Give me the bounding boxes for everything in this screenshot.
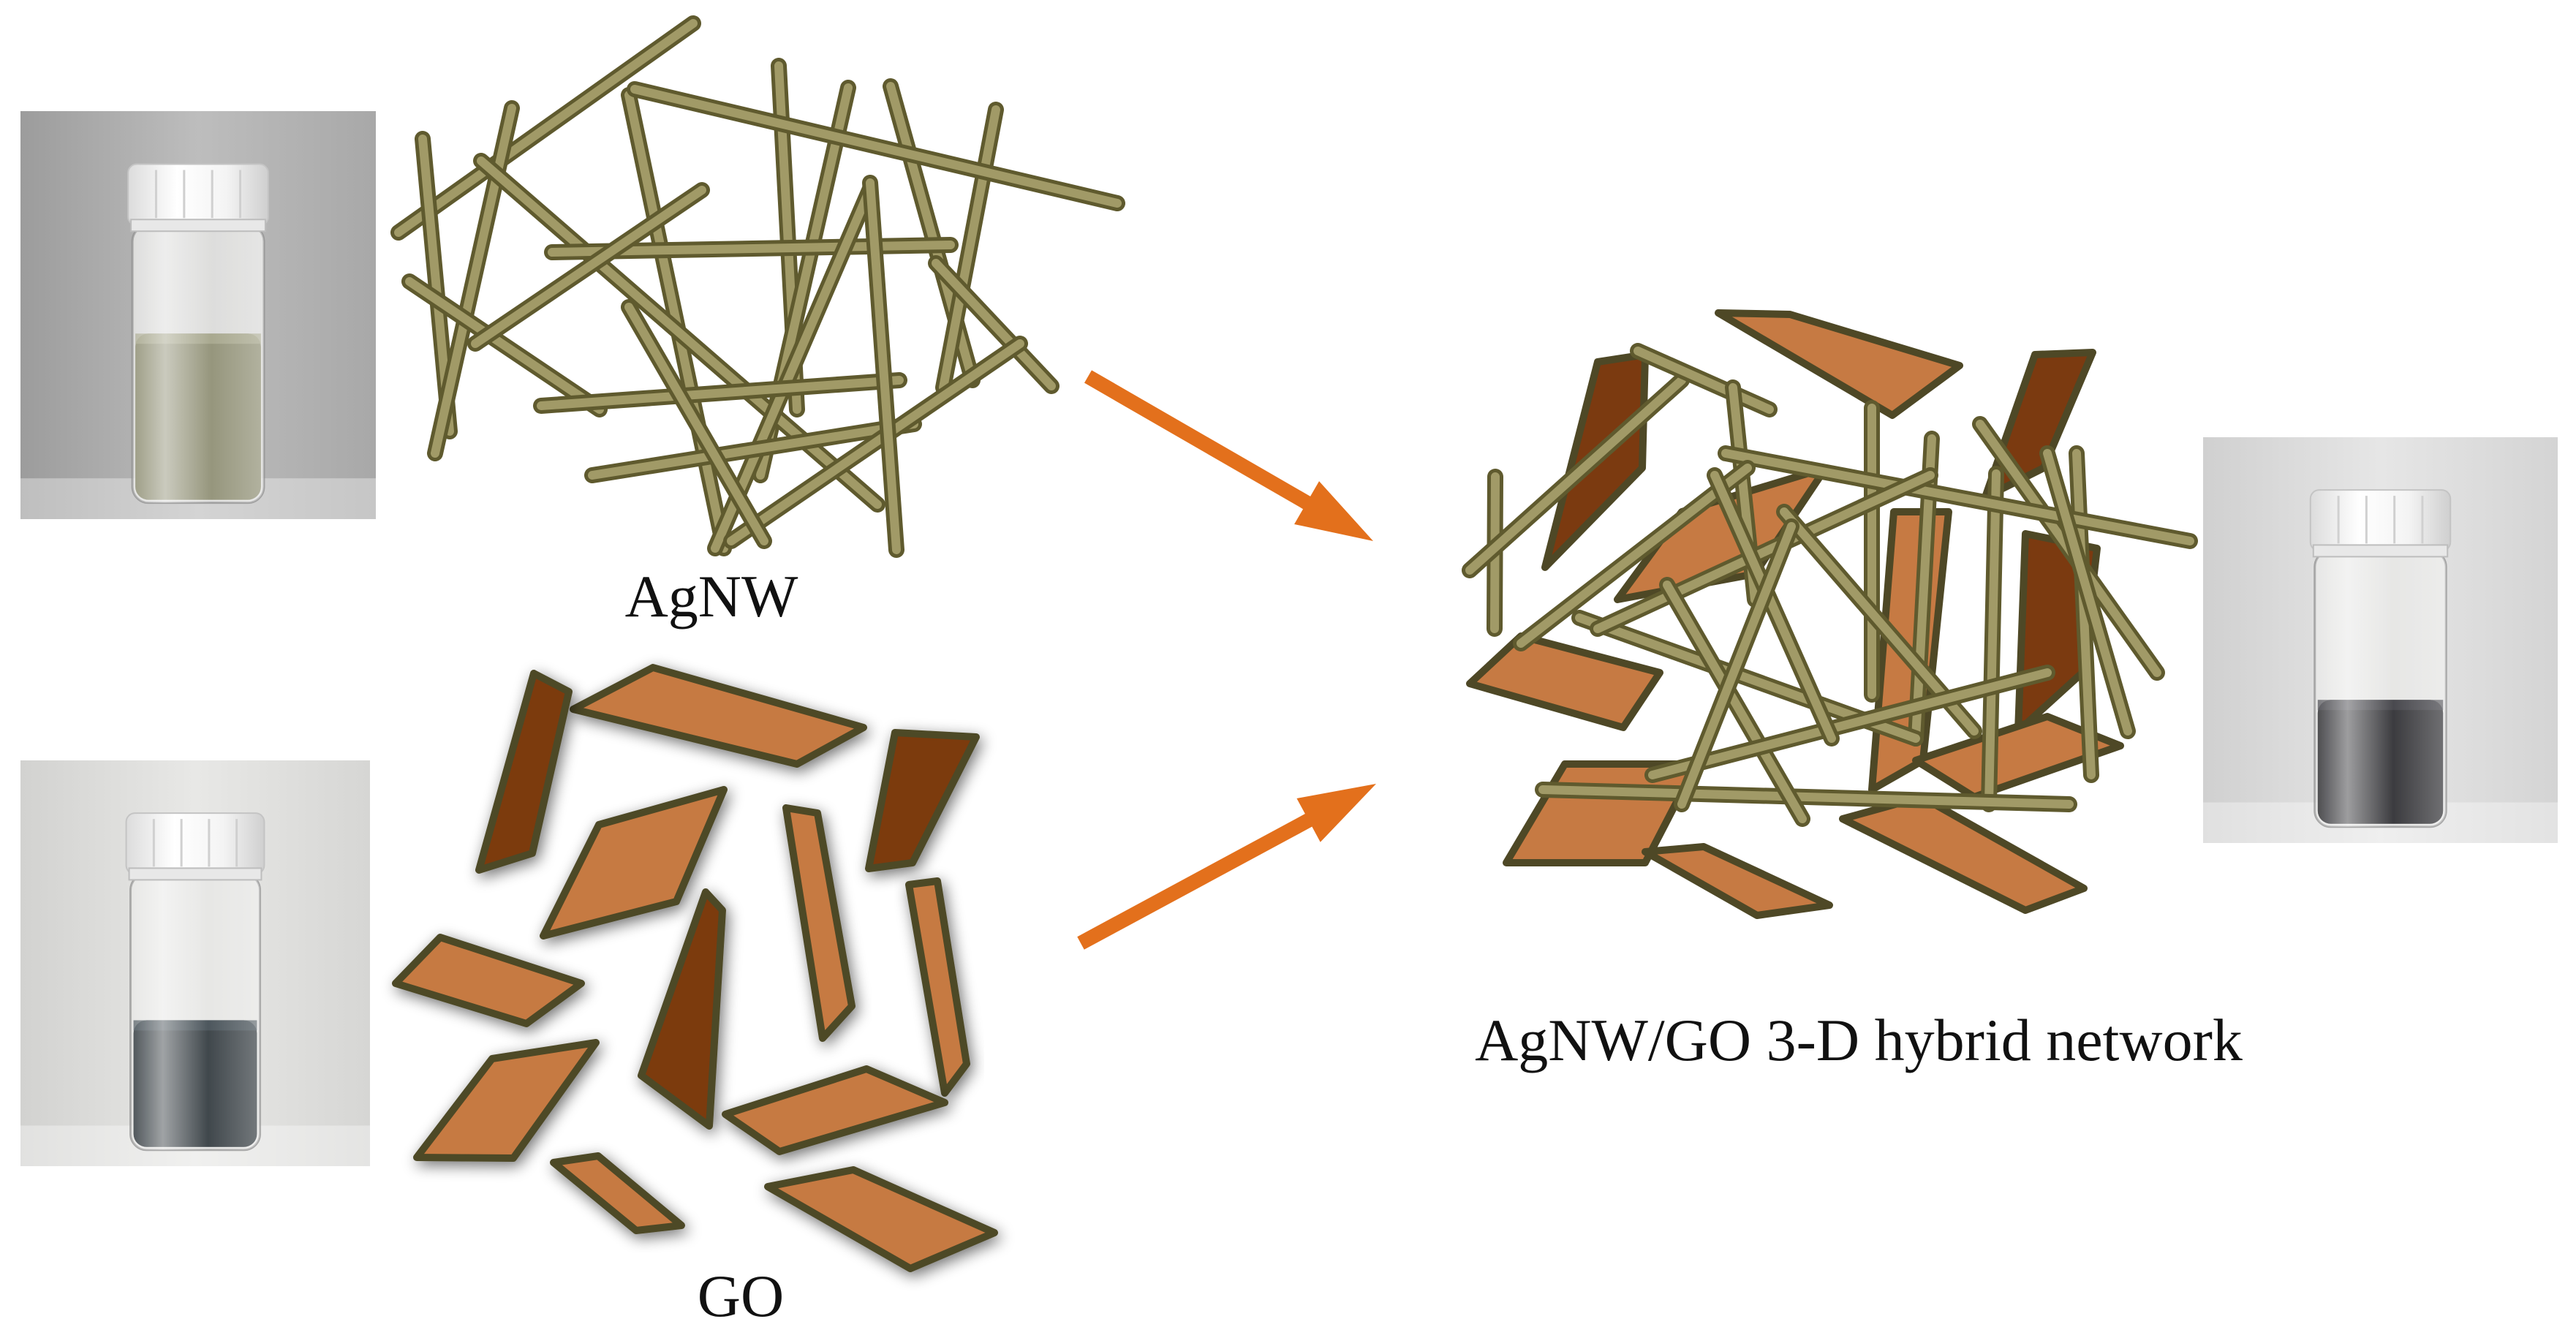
nanowire: [1593, 471, 1935, 633]
nanowire: [1721, 449, 2194, 545]
nanowire: [1648, 668, 2052, 779]
arrow-shape: [1077, 784, 1376, 950]
go-flake: [1715, 309, 1963, 419]
nanowire: [1984, 469, 2001, 809]
go-flake: [1466, 632, 1663, 731]
nanowire: [1633, 347, 1774, 414]
nanowire: [866, 178, 901, 554]
go-flake: [550, 1152, 685, 1234]
hybrid-network-label: AgNW/GO 3-D hybrid network: [1475, 1007, 2243, 1073]
go-label: GO: [698, 1263, 784, 1329]
nanowire: [394, 19, 698, 237]
cap-rim: [128, 867, 262, 881]
vial-photo-hybrid: [2203, 437, 2558, 843]
hybrid-agnw-wires: [1462, 343, 2198, 827]
vial-photo-agnw: [20, 111, 376, 519]
go-flakes: [392, 664, 998, 1272]
arrow-shape: [1084, 370, 1373, 541]
vial-cap: [125, 812, 265, 875]
nanowire: [405, 277, 604, 414]
go-flake: [782, 804, 855, 1042]
vial-cap: [127, 163, 269, 227]
nanowire: [932, 259, 1056, 390]
go-flake: [865, 729, 980, 872]
nanowire: [2072, 449, 2096, 779]
go-flake: [1839, 793, 2088, 914]
glass-highlight: [130, 874, 260, 1150]
nanowire: [1538, 785, 2074, 809]
go-flake: [638, 888, 726, 1130]
go-flake: [413, 1039, 600, 1162]
nanowire: [939, 105, 1000, 392]
go-flake: [764, 1166, 998, 1272]
go-flake: [475, 670, 573, 874]
go-flake: [540, 786, 728, 940]
agnw-label: AgNW: [625, 563, 798, 630]
nanowire: [1677, 522, 1796, 809]
cap-rim: [2312, 544, 2449, 558]
nanowire: [1465, 376, 1686, 575]
go-flake: [722, 1065, 948, 1155]
arrow-go-to-hybrid: [1077, 784, 1376, 950]
go-flake: [392, 934, 585, 1027]
cap-rim: [130, 219, 266, 233]
go-flake: [905, 877, 970, 1097]
nanowire: [624, 303, 768, 545]
nanowire: [471, 186, 706, 348]
nanowire: [1516, 464, 1752, 648]
nanowire: [2043, 449, 2132, 736]
nanowire: [1710, 471, 1836, 743]
vial-cap: [2309, 489, 2452, 552]
go-flake: [1642, 843, 1833, 919]
nanowire: [537, 376, 904, 410]
go-flake: [570, 664, 867, 768]
glass-highlight: [132, 225, 264, 503]
nanowire: [588, 420, 918, 480]
nanowire: [1663, 581, 1807, 823]
nanowire: [630, 85, 1122, 208]
nanowire: [727, 339, 1024, 545]
vial-photo-go: [20, 760, 370, 1166]
nanowire: [431, 104, 516, 458]
agnw-network: [390, 15, 1125, 558]
glass-highlight: [2314, 551, 2447, 827]
arrow-agnw-to-hybrid: [1084, 370, 1373, 541]
go-flake: [1912, 713, 2124, 801]
